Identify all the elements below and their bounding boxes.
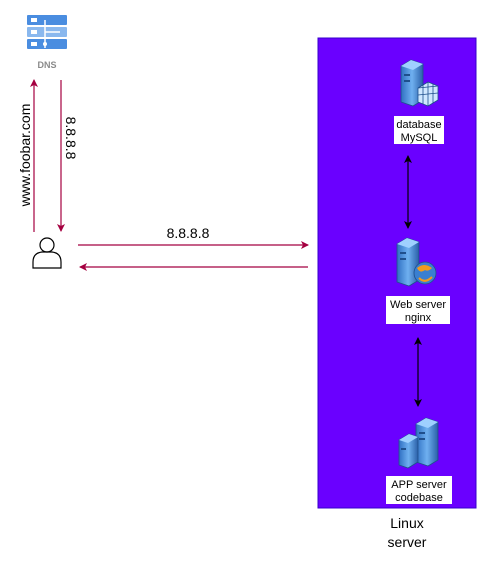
web-label-line2: nginx — [405, 312, 432, 324]
web-label-line1: Web server — [390, 299, 446, 311]
web-label-bg — [386, 296, 450, 324]
database-label-bg — [394, 116, 444, 144]
request-ip-label: 8.8.8.8 — [167, 225, 210, 241]
web-server-icon — [396, 237, 437, 287]
dns-response-label: 8.8.8.8 — [63, 117, 79, 160]
app-label-bg — [386, 476, 452, 504]
database-label-line1: database — [396, 119, 441, 131]
dns-icon — [27, 15, 67, 49]
app-server-icon — [398, 417, 439, 469]
database-server-icon — [400, 59, 439, 107]
app-label-line2: codebase — [395, 492, 443, 504]
user-icon — [32, 237, 62, 269]
app-label-line1: APP server — [391, 479, 447, 491]
database-label-line2: MySQL — [401, 132, 438, 144]
domain-query-label: www.foobar.com — [17, 104, 33, 208]
server-box-label-line2: server — [388, 534, 427, 550]
server-box-label-line1: Linux — [390, 515, 423, 531]
dns-label: DNS — [37, 60, 56, 70]
